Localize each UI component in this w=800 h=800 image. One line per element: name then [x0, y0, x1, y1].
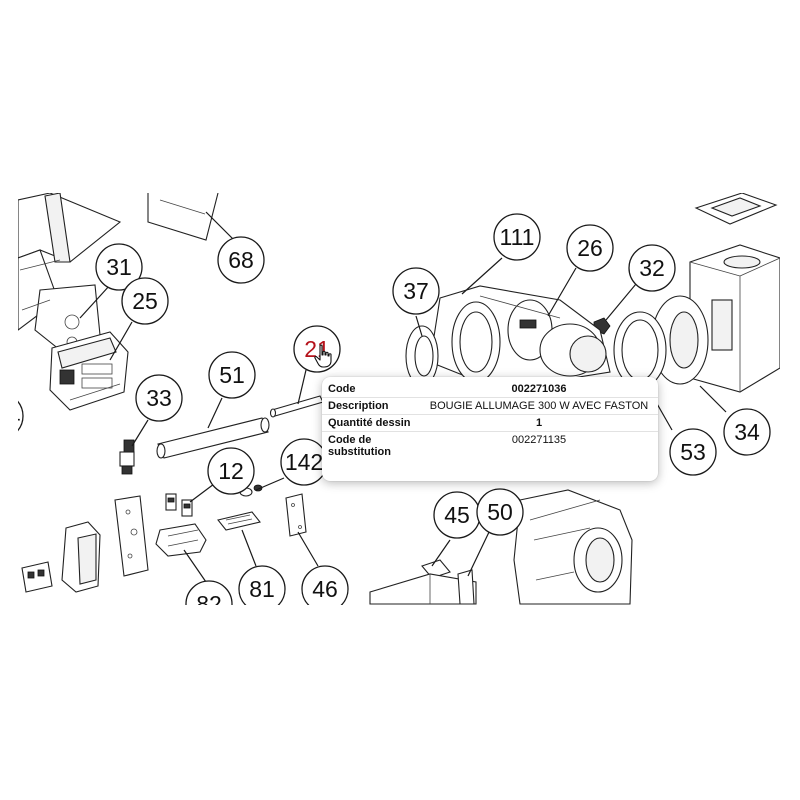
part-34-housing	[689, 244, 780, 393]
svg-text:12: 12	[218, 458, 244, 484]
code-label: Code	[328, 383, 356, 395]
substitution-value: 002271135	[511, 434, 567, 446]
part-gasket-ring	[613, 311, 667, 389]
part-46-plate	[285, 493, 307, 537]
svg-text:34: 34	[734, 419, 760, 445]
svg-text:50: 50	[487, 499, 513, 525]
svg-text:82: 82	[196, 591, 222, 605]
description-value: BOUGIE ALLUMAGE 300 W AVEC FASTON	[429, 400, 649, 412]
row-quantity: Quantité dessin 1	[322, 415, 658, 432]
quantity-label: Quantité dessin	[328, 417, 411, 429]
callout-45[interactable]: 45	[433, 491, 481, 539]
callout-37[interactable]: 37	[392, 267, 440, 315]
svg-text:68: 68	[228, 247, 254, 273]
quantity-value: 1	[535, 417, 543, 429]
part-81-grille	[217, 511, 261, 531]
callout-46[interactable]: 46	[301, 565, 349, 605]
part-lower-housing	[369, 569, 477, 605]
description-label: Description	[328, 400, 389, 412]
part-50-fan	[513, 489, 633, 605]
row-code: Code 002271036	[322, 381, 658, 398]
svg-text:142: 142	[285, 449, 323, 475]
hand-pointer-icon	[314, 344, 332, 368]
callout-51[interactable]: 51	[208, 351, 256, 399]
part-25-control-unit	[49, 331, 129, 411]
part-info-table: Code 002271036 Description BOUGIE ALLUMA…	[322, 381, 658, 460]
part-top-right-gasket	[694, 193, 778, 225]
svg-text:33: 33	[146, 385, 172, 411]
callout-32[interactable]: 32	[628, 244, 676, 292]
callout-33[interactable]: 33	[135, 374, 183, 422]
part-lower-left-panels	[21, 495, 149, 593]
part-33-connector	[119, 439, 135, 475]
part-68-plate	[147, 193, 219, 241]
callout-111[interactable]: 111	[493, 213, 541, 261]
callout-81[interactable]: 81	[238, 565, 286, 605]
svg-text:46: 46	[312, 576, 338, 602]
svg-text:26: 26	[577, 235, 603, 261]
svg-text:31: 31	[106, 254, 132, 280]
callout-53[interactable]: 53	[669, 428, 717, 476]
callout-34[interactable]: 34	[723, 408, 771, 456]
svg-text:32: 32	[639, 255, 665, 281]
part-82-bracket	[155, 523, 207, 557]
svg-text:45: 45	[444, 502, 470, 528]
svg-text:53: 53	[680, 439, 706, 465]
substitution-label: Code de substitution	[328, 434, 391, 458]
callout-68[interactable]: 68	[217, 236, 265, 284]
row-substitution: Code de substitution 002271135	[322, 432, 658, 461]
part-51-tube	[156, 417, 270, 459]
code-value: 002271036	[511, 383, 567, 395]
callout-50[interactable]: 50	[476, 488, 524, 536]
callout-12[interactable]: 12	[207, 447, 255, 495]
part-53-gasket	[651, 295, 709, 385]
svg-text:51: 51	[219, 362, 245, 388]
part-bracket-top-left	[18, 193, 122, 351]
part-12-clips	[165, 493, 193, 517]
svg-text:25: 25	[132, 288, 158, 314]
svg-text:111: 111	[500, 224, 535, 250]
row-description: Description BOUGIE ALLUMAGE 300 W AVEC F…	[322, 398, 658, 415]
part-info-tooltip: Code 002271036 Description BOUGIE ALLUMA…	[322, 377, 658, 481]
callout-31[interactable]: 31	[95, 243, 143, 291]
part-111-blower-assembly	[429, 285, 611, 383]
svg-text:37: 37	[403, 278, 429, 304]
callout-4[interactable]: 4	[18, 393, 24, 439]
callout-142[interactable]: 142	[280, 438, 328, 486]
callout-26[interactable]: 26	[566, 224, 614, 272]
callout-82[interactable]: 82	[185, 580, 233, 605]
svg-text:81: 81	[249, 576, 275, 602]
callout-25[interactable]: 25	[121, 277, 169, 325]
svg-text:4: 4	[18, 403, 21, 429]
part-21-ignition-plug	[269, 395, 324, 418]
